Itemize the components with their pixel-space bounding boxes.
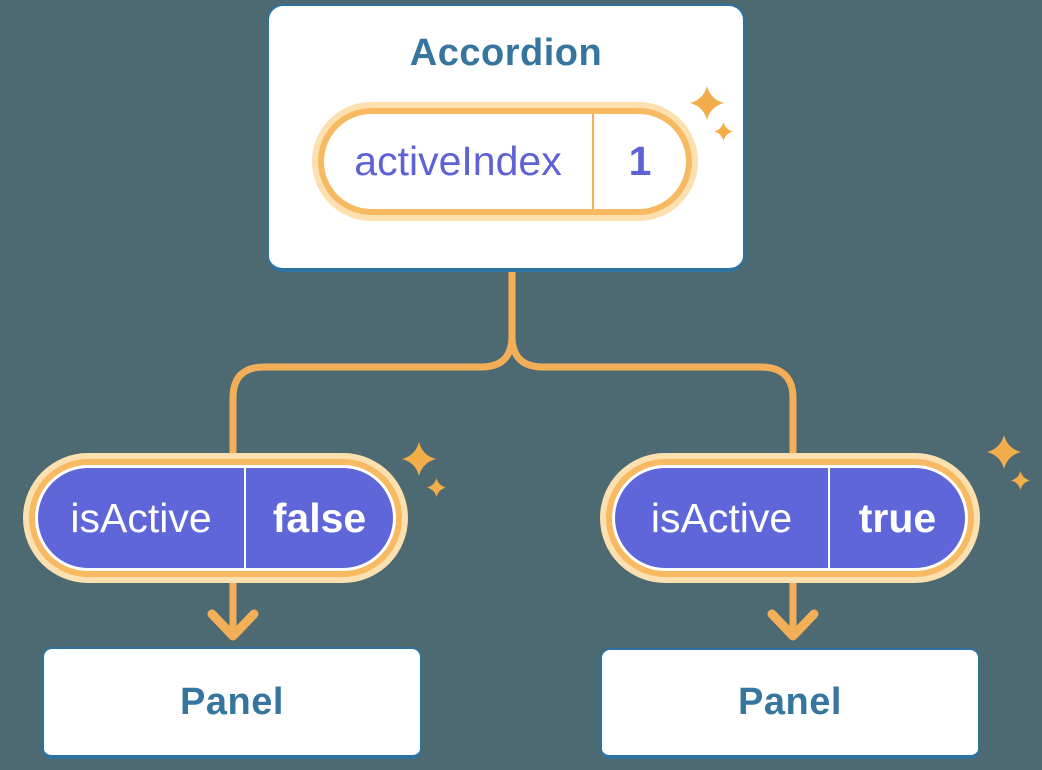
state-pill-ring: activeIndex 1 — [318, 108, 692, 215]
arrow-head-right-icon — [767, 609, 819, 641]
pill-divider — [244, 468, 246, 568]
accordion-title: Accordion — [409, 32, 603, 74]
sparkle-icon — [987, 435, 1021, 469]
panel-title: Panel — [738, 681, 842, 723]
branch-line-right — [508, 268, 797, 459]
state-pill: activeIndex 1 — [312, 102, 698, 221]
panel-card-right: Panel — [600, 648, 980, 759]
sparkle-icon — [402, 442, 436, 476]
prop-pill-left-body: isActive false — [35, 465, 396, 571]
branch-line-left — [229, 268, 516, 459]
state-name-label: activeIndex — [354, 138, 562, 184]
state-value-label: 1 — [628, 138, 652, 184]
pill-divider — [828, 468, 830, 568]
prop-pill-right-body: isActive true — [612, 465, 968, 571]
sparkle-icon — [714, 122, 733, 141]
prop-name-label: isActive — [650, 494, 793, 541]
panel-card-left: Panel — [42, 647, 422, 759]
prop-name-label: isActive — [70, 494, 212, 541]
pill-divider — [592, 114, 594, 209]
prop-value-label: true — [858, 494, 937, 541]
panel-title: Panel — [180, 680, 284, 723]
sparkle-icon — [427, 478, 446, 497]
state-pill-body: activeIndex 1 — [324, 114, 686, 209]
prop-pill-right: isActive true — [600, 453, 980, 583]
sparkle-icon — [1011, 471, 1030, 490]
arrow-head-left-icon — [207, 609, 259, 641]
sparkle-icon — [690, 86, 724, 120]
prop-pill-left-ring: isActive false — [29, 459, 402, 577]
prop-pill-left: isActive false — [23, 453, 408, 583]
prop-pill-right-ring: isActive true — [606, 459, 974, 577]
prop-value-label: false — [272, 494, 367, 541]
